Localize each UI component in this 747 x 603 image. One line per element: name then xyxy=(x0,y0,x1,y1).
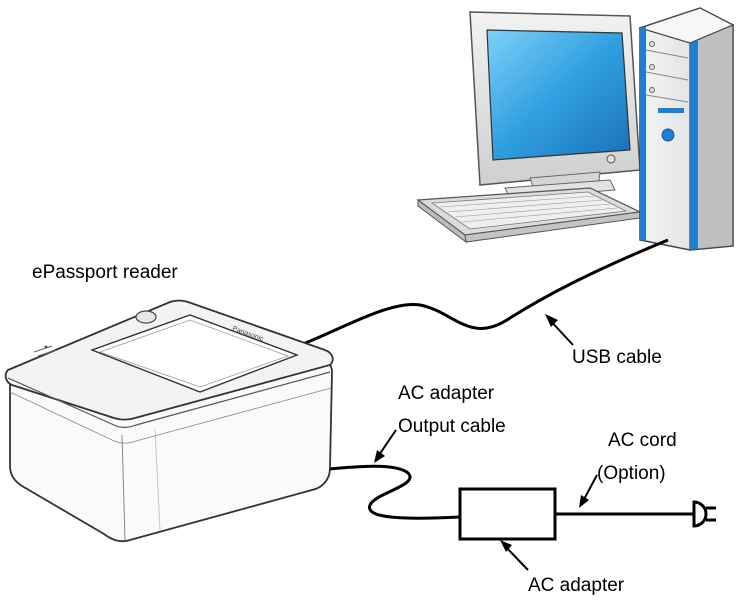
keyboard xyxy=(416,187,643,244)
ac-adapter-output-cable xyxy=(317,464,461,520)
usb-cable xyxy=(297,238,669,348)
label-pointers xyxy=(374,314,598,571)
ac-adapter-output-label-line1: AC adapter xyxy=(398,383,495,404)
ac-adapter-output-label-line2: Output cable xyxy=(398,416,506,437)
monitor xyxy=(469,11,641,199)
usb-cable-label: USB cable xyxy=(572,347,662,368)
ac-adapter-label: AC adapter xyxy=(528,575,625,596)
ac-cord-label-line1: AC cord xyxy=(608,430,677,451)
reader-label: ePassport reader xyxy=(32,262,178,283)
ac-cord-label-line2: (Option) xyxy=(597,463,666,484)
epassport-reader xyxy=(4,299,334,543)
tower-case xyxy=(638,7,735,251)
computer xyxy=(416,7,735,251)
ac-adapter-box xyxy=(458,487,557,541)
plug-icon xyxy=(692,500,716,528)
